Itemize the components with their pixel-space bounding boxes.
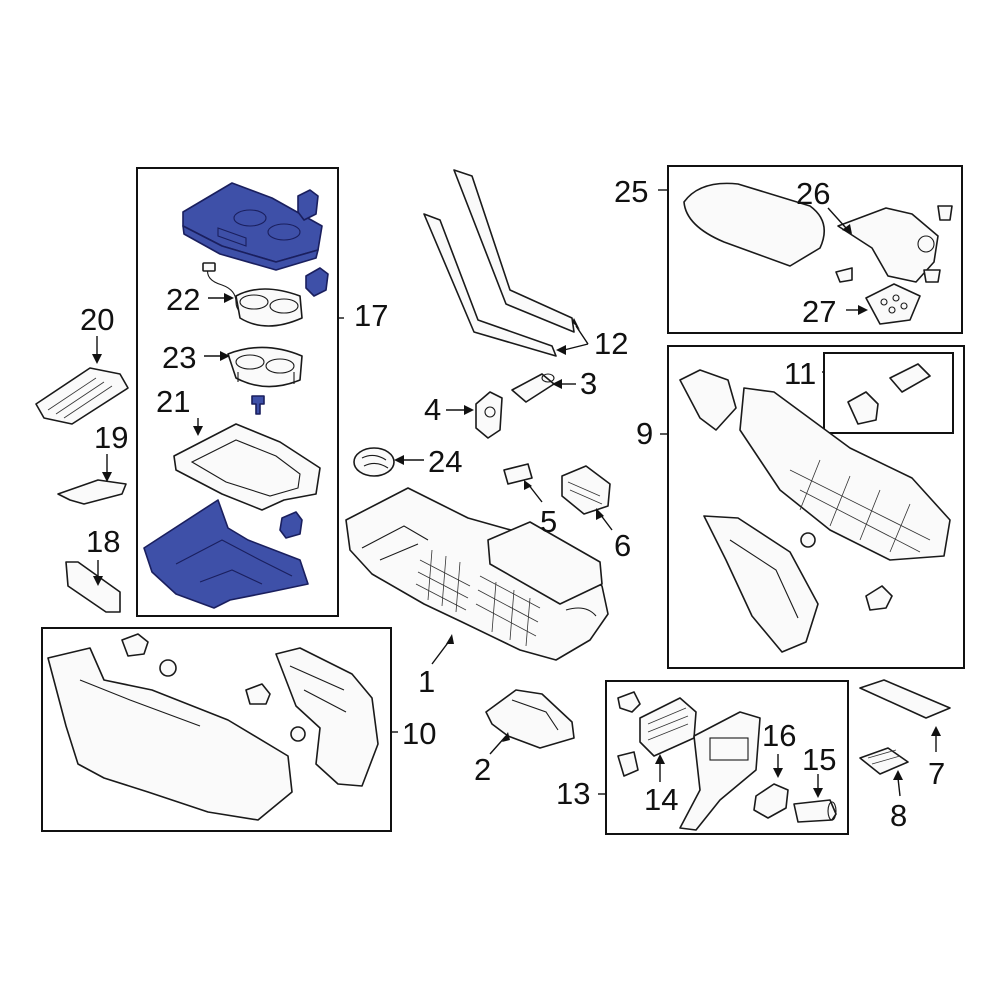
- part-clip-upper-right[interactable]: [297, 189, 319, 221]
- group-frame-25: [667, 165, 963, 334]
- leaders: [92, 189, 941, 798]
- part-11-bulb[interactable]: [889, 363, 931, 393]
- part-10-clip-c[interactable]: [245, 683, 271, 705]
- part-9-clip-b[interactable]: [865, 585, 893, 611]
- part-27-pad[interactable]: [865, 283, 921, 325]
- callout-8[interactable]: 8: [890, 798, 907, 833]
- part-26-bolt-a[interactable]: [937, 205, 953, 221]
- part-23-cupholder[interactable]: [227, 346, 303, 388]
- part-13-clip-b[interactable]: [617, 751, 639, 777]
- callout-25[interactable]: 25: [614, 174, 648, 209]
- part-26-bolt-c[interactable]: [923, 269, 941, 283]
- part-6-storage-tray[interactable]: [561, 465, 611, 515]
- callout-17[interactable]: 17: [354, 298, 388, 333]
- part-26-hinge[interactable]: [837, 207, 939, 283]
- callout-6[interactable]: 6: [614, 528, 631, 563]
- part-11-clip-cover[interactable]: [847, 391, 879, 425]
- callout-7[interactable]: 7: [928, 756, 945, 791]
- part-9-bracket[interactable]: [679, 369, 737, 431]
- callout-12[interactable]: 12: [594, 326, 628, 361]
- part-1-console-base[interactable]: [345, 487, 609, 661]
- part-15-socket[interactable]: [793, 799, 837, 823]
- part-2-bracket[interactable]: [485, 689, 575, 749]
- callout-26[interactable]: 26: [796, 176, 830, 211]
- group-frame-17: [136, 167, 339, 617]
- callout-10[interactable]: 10: [402, 716, 436, 751]
- part-clip-mid-right[interactable]: [305, 267, 329, 297]
- callout-20[interactable]: 20: [80, 302, 114, 337]
- part-10-clip-b[interactable]: [159, 659, 177, 677]
- part-push-pin[interactable]: [251, 395, 265, 415]
- part-bezel-lower-highlighted[interactable]: [143, 499, 309, 609]
- part-26-bolt-b[interactable]: [835, 267, 853, 283]
- callout-11[interactable]: 11: [784, 356, 816, 391]
- callout-2[interactable]: 2: [474, 752, 491, 787]
- part-24-round-pad[interactable]: [353, 447, 395, 477]
- callout-18[interactable]: 18: [86, 524, 120, 559]
- part-8-mat[interactable]: [859, 747, 909, 775]
- part-16-knob[interactable]: [753, 783, 789, 819]
- part-9-side-trim-large[interactable]: [739, 387, 951, 561]
- callout-24[interactable]: 24: [428, 444, 462, 479]
- part-18-trim[interactable]: [65, 561, 121, 613]
- part-bezel-upper-highlighted[interactable]: [182, 182, 323, 271]
- part-20-floor-mat[interactable]: [35, 367, 129, 425]
- part-5-label[interactable]: [503, 463, 533, 485]
- part-3-socket[interactable]: [511, 373, 555, 403]
- part-10-clip-d[interactable]: [290, 726, 306, 742]
- callout-3[interactable]: 3: [580, 366, 597, 401]
- part-4-switch-bezel[interactable]: [475, 391, 503, 439]
- callout-labels: 17 20 19 18 22 23 21 24 4 3 12 5 6 1 2 1…: [80, 174, 945, 833]
- callout-14[interactable]: 14: [644, 782, 678, 817]
- part-13-clip-a[interactable]: [617, 691, 641, 713]
- callout-5[interactable]: 5: [540, 504, 557, 539]
- group-frame-10: [41, 627, 392, 832]
- callout-22[interactable]: 22: [166, 282, 200, 317]
- group-frame-9: [667, 345, 965, 669]
- callout-19[interactable]: 19: [94, 420, 128, 455]
- part-21-console-frame[interactable]: [173, 423, 321, 511]
- callout-15[interactable]: 15: [802, 742, 836, 777]
- group-frame-13: [605, 680, 849, 835]
- callout-13[interactable]: 13: [556, 776, 590, 811]
- part-10-clip-a[interactable]: [121, 633, 149, 657]
- callout-4[interactable]: 4: [424, 392, 441, 427]
- part-22-cupholder-harness[interactable]: [202, 262, 303, 327]
- part-9-clip-a[interactable]: [800, 532, 816, 548]
- callout-27[interactable]: 27: [802, 294, 836, 329]
- part-25-armrest-lid[interactable]: [683, 182, 826, 267]
- callout-21[interactable]: 21: [156, 384, 190, 419]
- part-12-side-trim[interactable]: [423, 169, 575, 357]
- part-10-side-panel-right[interactable]: [275, 647, 379, 787]
- part-10-side-panel[interactable]: [47, 647, 293, 821]
- callout-16[interactable]: 16: [762, 718, 796, 753]
- callout-1[interactable]: 1: [418, 664, 435, 699]
- group-frame-11: [823, 352, 954, 434]
- part-small-clip-frame[interactable]: [279, 511, 303, 539]
- part-13-panel[interactable]: [679, 711, 761, 831]
- part-9-side-trim-lower[interactable]: [703, 515, 819, 653]
- part-19-bracket[interactable]: [57, 479, 127, 505]
- part-14-vent[interactable]: [639, 697, 697, 757]
- callout-9[interactable]: 9: [636, 416, 653, 451]
- part-7-mat[interactable]: [859, 679, 951, 719]
- callout-23[interactable]: 23: [162, 340, 196, 375]
